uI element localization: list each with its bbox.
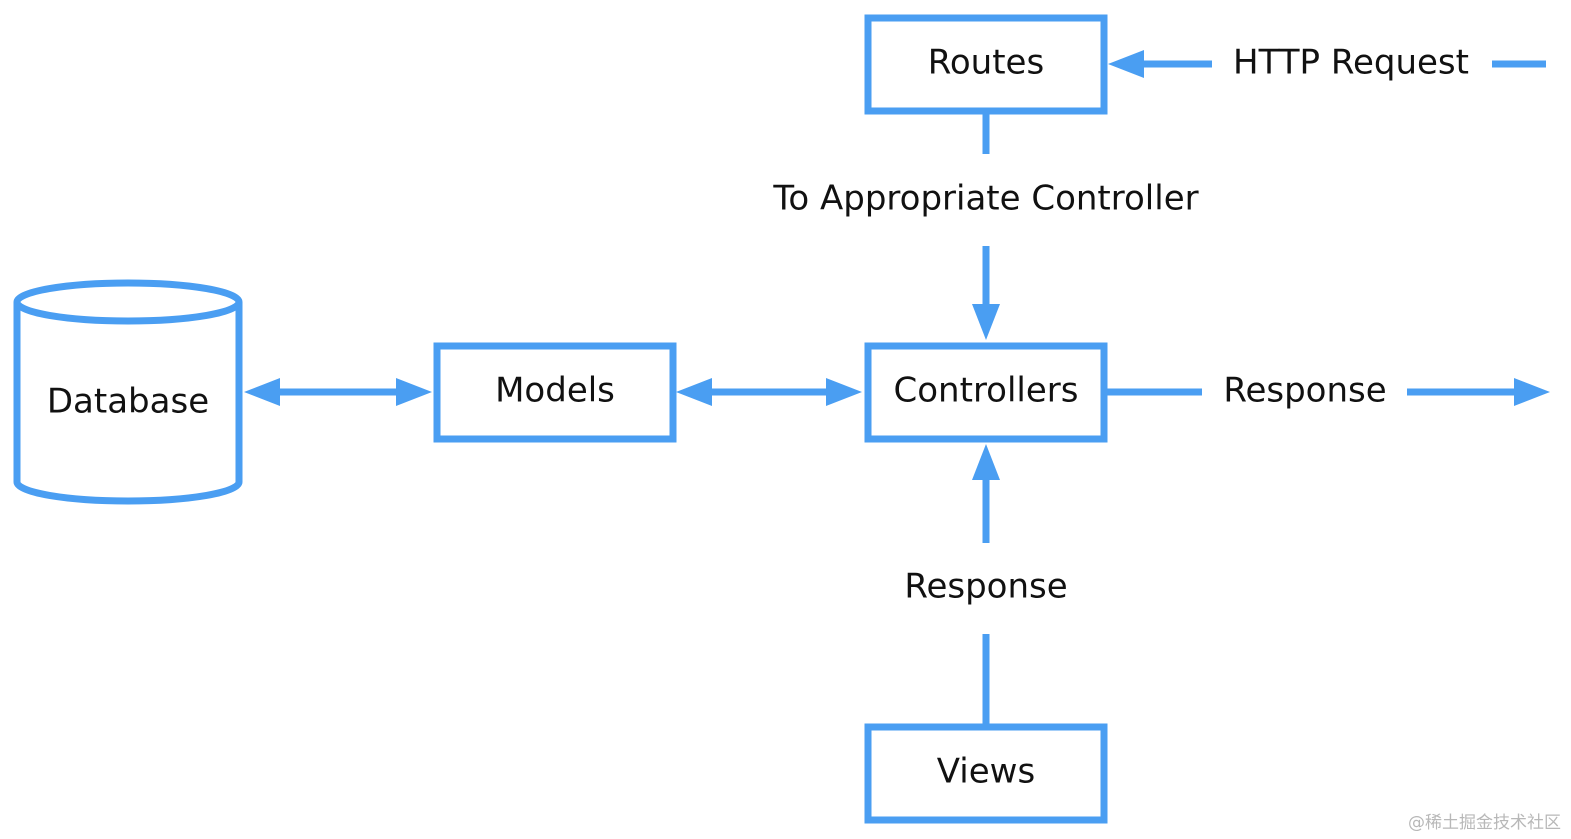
views-box [864, 723, 1108, 824]
response-out-edge: Response [1106, 371, 1550, 411]
database-models-edge [244, 378, 432, 406]
routes-to-controller-arrowhead [972, 304, 1000, 340]
database-label: Database [47, 382, 209, 422]
database-cylinder-body [13, 302, 243, 505]
http-request-label: HTTP Request [1233, 43, 1469, 83]
database-cylinder-top [13, 279, 243, 325]
controllers-label: Controllers [894, 371, 1079, 411]
response-out-arrowhead [1514, 378, 1550, 406]
http-request-edge: HTTP Request [1108, 43, 1546, 83]
models-controllers-edge [676, 378, 862, 406]
routes-box [864, 14, 1108, 115]
database-models-right-arrowhead [396, 378, 432, 406]
models-box [433, 342, 677, 443]
controllers-box [864, 342, 1108, 443]
models-controllers-left-arrowhead [676, 378, 712, 406]
views-node: Views [864, 723, 1108, 824]
database-models-left-arrowhead [244, 378, 280, 406]
views-response-label: Response [904, 567, 1067, 607]
routes-label: Routes [928, 43, 1044, 83]
http-request-arrowhead [1108, 50, 1144, 78]
models-node: Models [433, 342, 677, 443]
to-controller-label: To Appropriate Controller [772, 179, 1198, 219]
models-controllers-right-arrowhead [826, 378, 862, 406]
views-label: Views [937, 752, 1035, 792]
response-out-label: Response [1223, 371, 1386, 411]
views-response-edge: Response [904, 444, 1068, 724]
models-label: Models [495, 371, 615, 411]
watermark: @稀土掘金技术社区 [1408, 813, 1561, 833]
database-node: Database [13, 279, 243, 505]
views-response-arrowhead [972, 444, 1000, 480]
controllers-node: Controllers [864, 342, 1108, 443]
routes-to-controller-edge: To Appropriate Controller [772, 112, 1199, 340]
routes-node: Routes [864, 14, 1108, 115]
